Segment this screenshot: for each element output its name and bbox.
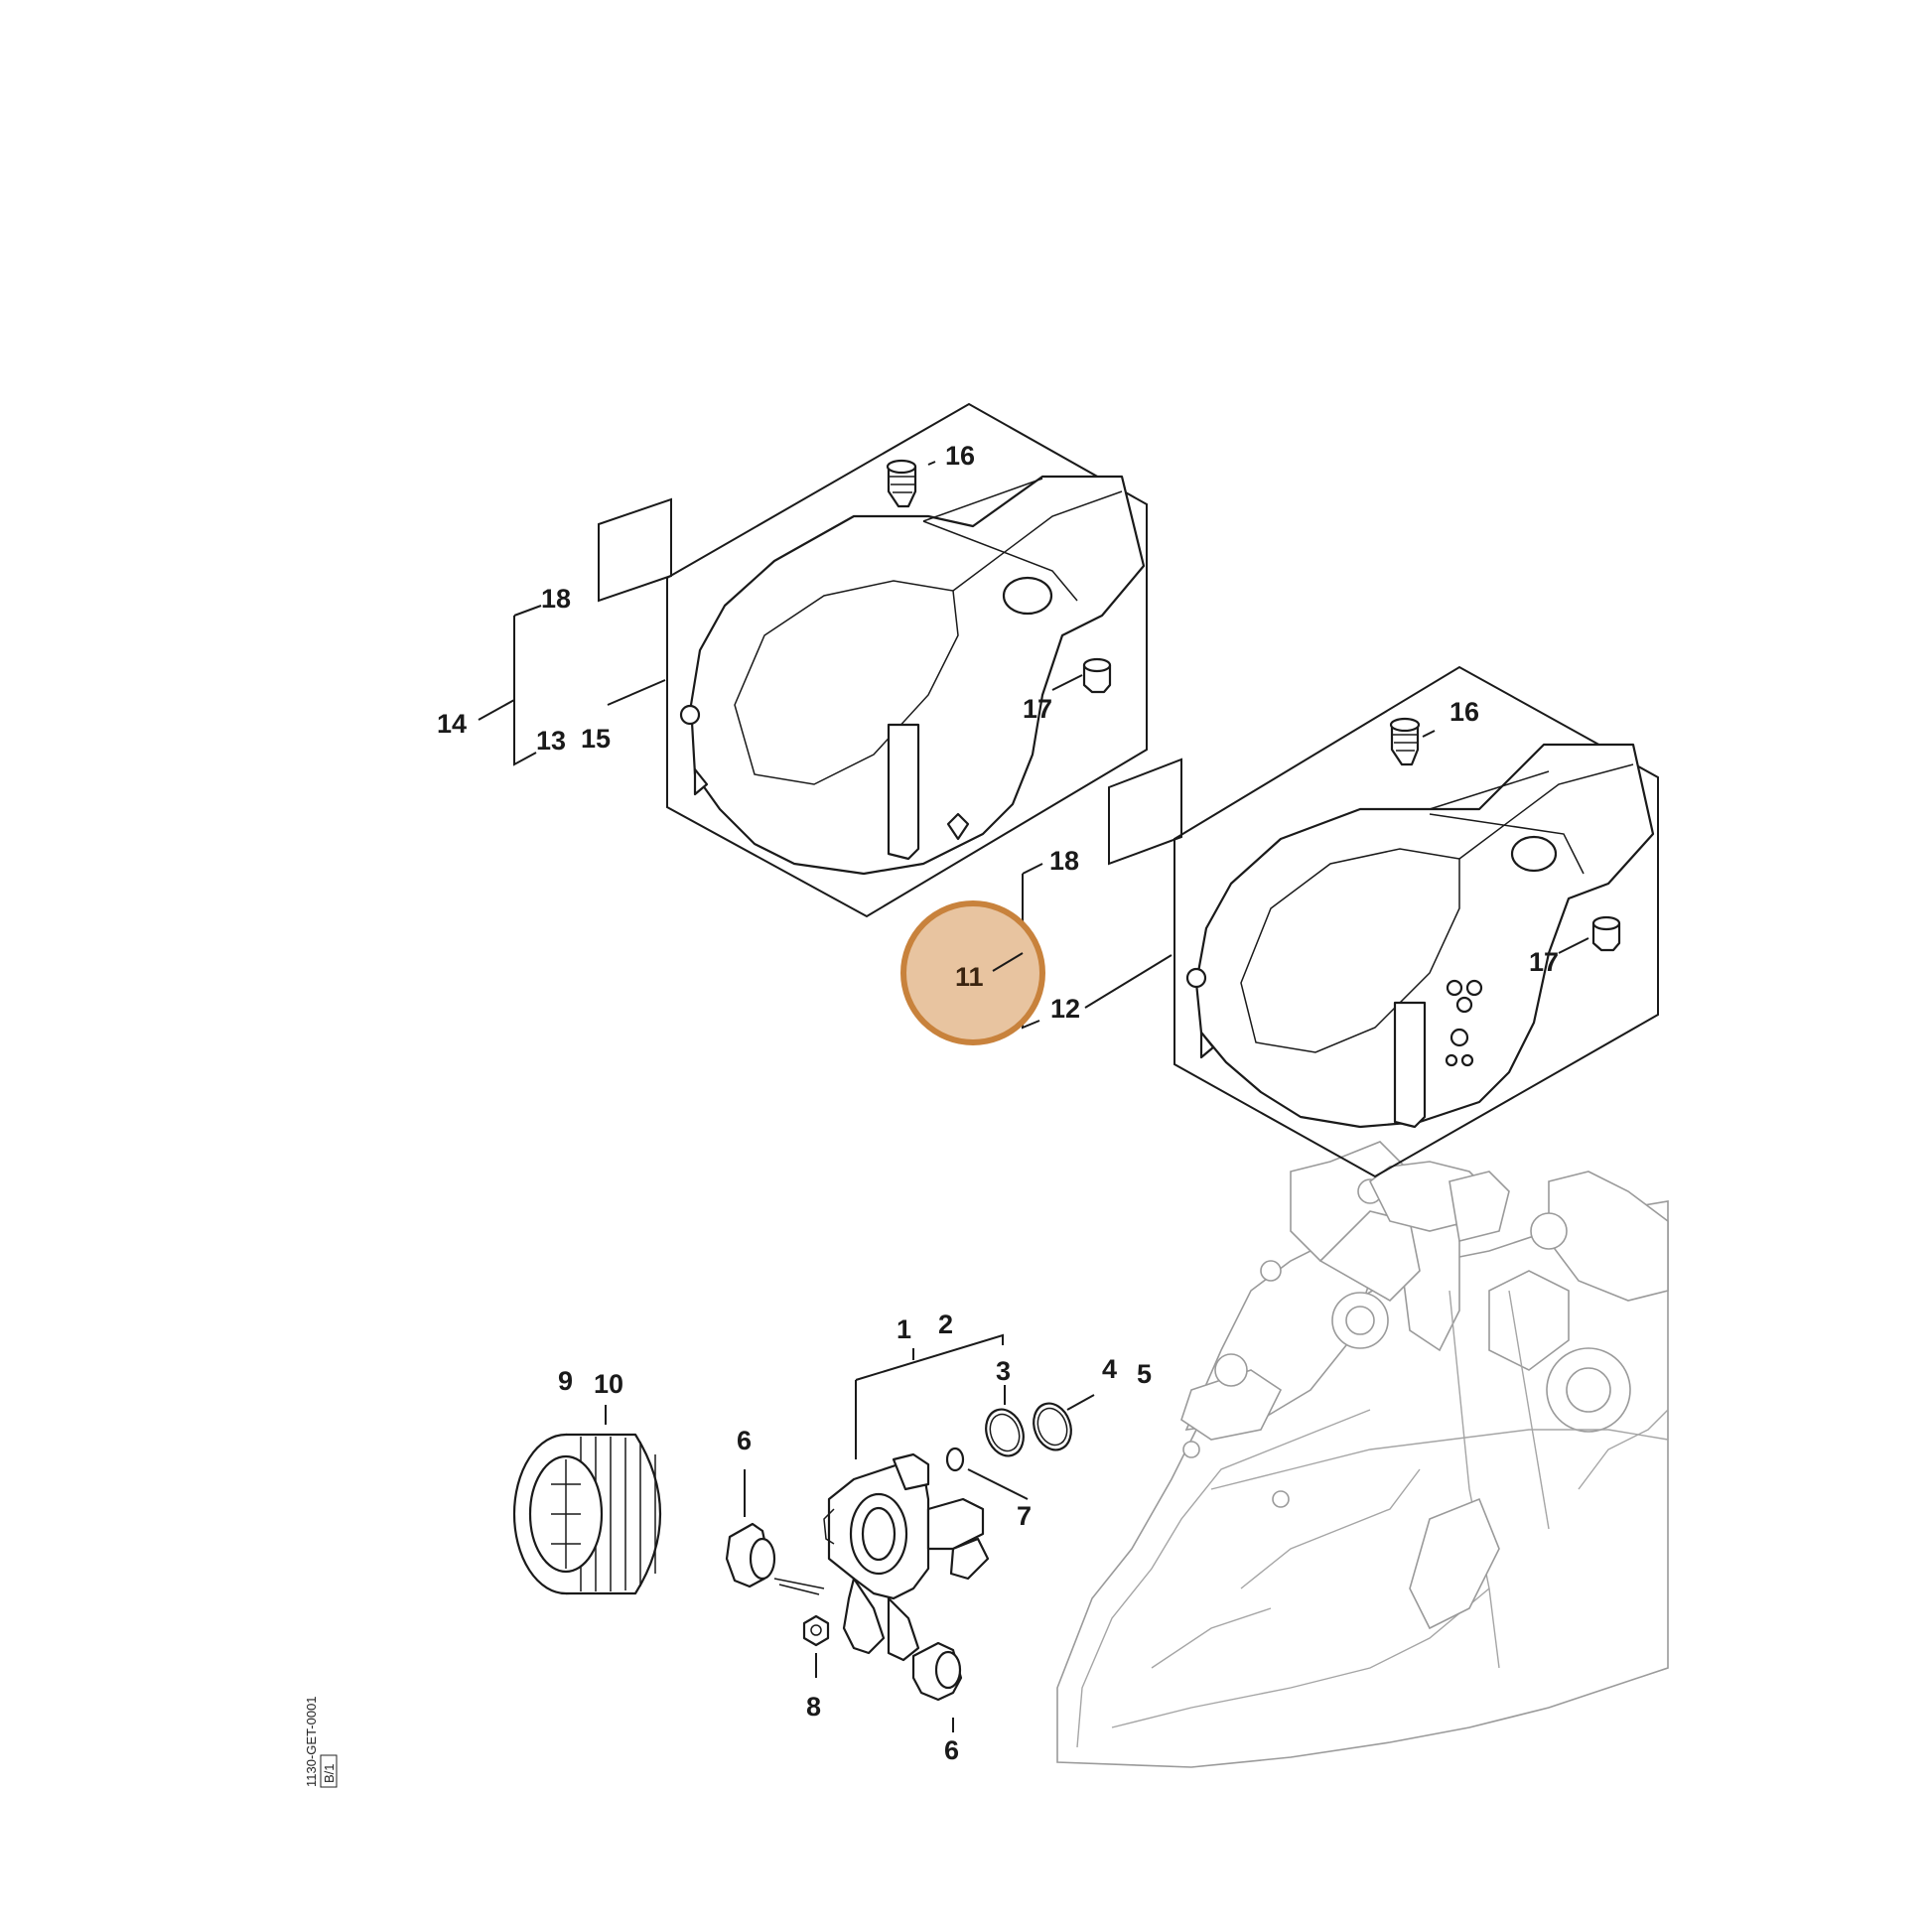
intake-flange-1-2 [823,1452,990,1662]
callout-16-lower: 16 [1449,697,1479,727]
callout-18-lower: 18 [1049,846,1079,876]
drawing-reference-code: 1130-GET-0001 [304,1696,319,1787]
sleeve-6-upper [725,1522,825,1595]
hood-assembly-box-lower [1173,665,1659,1178]
callout-4: 4 [1102,1354,1117,1384]
drawing-reference-sub: B/1 [322,1763,337,1783]
callout-8: 8 [806,1692,821,1722]
nut-8 [802,1614,830,1647]
callout-9: 9 [558,1366,573,1396]
callout-labels: 16 18 14 13 15 17 16 18 17 12 11 1 2 3 4… [437,441,1559,1765]
callout-5: 5 [1137,1359,1152,1389]
callout-18-upper: 18 [541,584,571,614]
grommet-17-upper [1082,657,1112,694]
callout-12: 12 [1050,994,1080,1024]
air-filter-9-10 [512,1433,662,1595]
callout-13: 13 [536,726,566,756]
callout-6-upper: 6 [737,1426,752,1455]
chainsaw-body-background [1056,1141,1669,1768]
hood-assembly-box-upper [666,402,1148,918]
grommet-17-lower [1591,915,1621,952]
callout-7: 7 [1017,1501,1032,1531]
callout-17-upper: 17 [1023,694,1052,724]
callout-2: 2 [938,1310,953,1339]
callout-15: 15 [581,724,611,754]
callout-14: 14 [437,709,467,739]
drawing-reference: 1130-GET-0001 B/1 [304,1696,338,1788]
callout-16-upper: 16 [945,441,975,471]
callout-17-lower: 17 [1529,947,1559,977]
o-ring-4-5 [1033,1402,1072,1451]
label-plate-upper [598,497,672,603]
callout-6-lower: 6 [944,1735,959,1765]
screw-16-lower [1389,717,1421,766]
ring-7 [945,1447,965,1472]
callout-10: 10 [594,1369,623,1399]
callout-1: 1 [897,1314,911,1344]
callout-3: 3 [996,1356,1011,1386]
screw-16-upper [886,459,917,508]
highlight-marker-11[interactable] [900,900,1045,1045]
o-ring-3 [985,1408,1025,1457]
label-plate-lower [1108,758,1182,866]
callout-11: 11 [955,962,984,992]
sleeve-6-lower [911,1641,963,1702]
